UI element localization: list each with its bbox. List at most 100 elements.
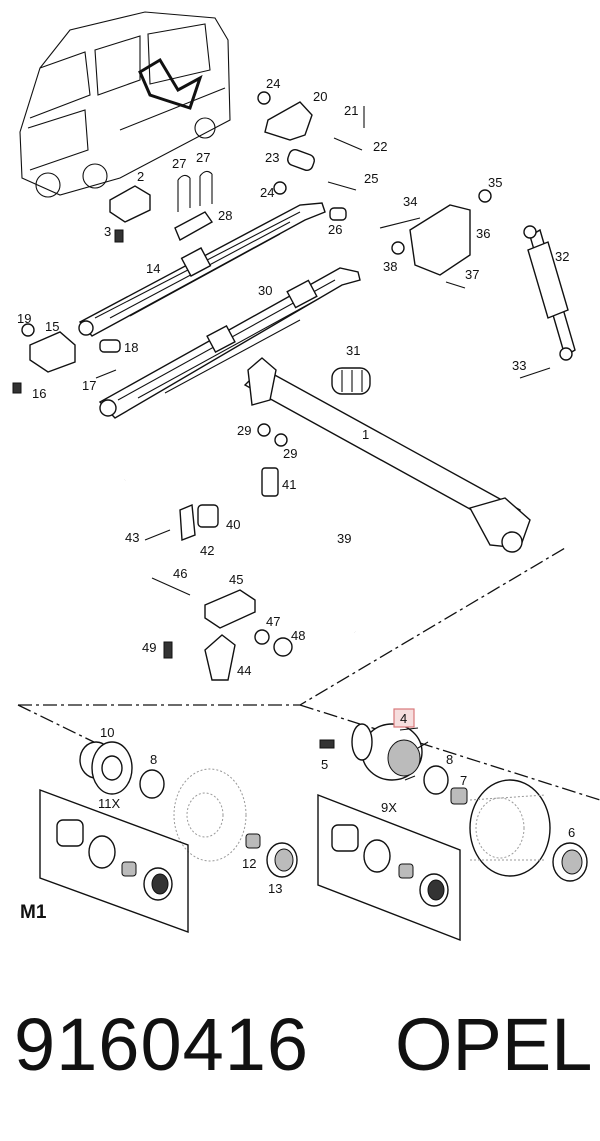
- bump-stop-31: [331, 367, 371, 395]
- nuts-29: [257, 423, 288, 447]
- snap-ring-8-right: [423, 765, 449, 795]
- callout-22: 22: [373, 139, 387, 154]
- callout-38: 38: [383, 259, 397, 274]
- callout-25: 25: [364, 171, 378, 186]
- callout-42: 42: [200, 543, 214, 558]
- van-illustration: [19, 11, 231, 198]
- leaf-spring-lower: [98, 267, 361, 419]
- axle-beam-1: [243, 357, 531, 553]
- callout-29b: 29: [283, 446, 297, 461]
- bolt-49: [163, 641, 173, 659]
- bolt-17: [95, 369, 117, 379]
- bolt-16: [12, 382, 22, 394]
- bracket-15: [29, 331, 76, 373]
- spring-bracket-2: [109, 185, 151, 223]
- bush-23: [287, 149, 315, 171]
- callout-41: 41: [282, 477, 296, 492]
- hub-10: [79, 741, 133, 795]
- nut-19: [21, 323, 35, 337]
- nut-24b: [273, 181, 287, 195]
- leaf-spring-upper: [78, 202, 326, 337]
- mount-bracket-36: [409, 204, 471, 276]
- bracket-41: [261, 467, 279, 497]
- callout-44: 44: [237, 663, 251, 678]
- snap-ring-8-left: [139, 769, 165, 799]
- callout-8-right: 8: [446, 752, 453, 767]
- link-44: [204, 634, 236, 681]
- callout-48: 48: [291, 628, 305, 643]
- callout-23: 23: [265, 150, 279, 165]
- bolt-3: [114, 229, 124, 243]
- wheel-hub-4: [351, 723, 429, 781]
- callout-28: 28: [218, 208, 232, 223]
- bolt-33: [519, 367, 551, 379]
- callout-18: 18: [124, 340, 138, 355]
- callout-16: 16: [32, 386, 46, 401]
- washer-47: [254, 629, 270, 645]
- callout-33: 33: [512, 358, 526, 373]
- callout-13: 13: [268, 881, 282, 896]
- kit-box-11x: [39, 788, 189, 934]
- bolt-25: [327, 181, 357, 191]
- part-number: 9160416: [14, 1003, 310, 1086]
- clamp-42: [179, 503, 196, 541]
- bearing-7: [450, 787, 468, 805]
- stabilizer-bar-39: [121, 479, 423, 644]
- callout-20: 20: [313, 89, 327, 104]
- brake-drum-faint-left: [173, 768, 247, 862]
- stabilizer-bush-40: [197, 504, 219, 528]
- callout-27b: 27: [196, 150, 210, 165]
- shock-absorber-32: [523, 225, 576, 361]
- callout-4: 4: [400, 711, 407, 726]
- callout-19: 19: [17, 311, 31, 326]
- clamp-plate-28: [174, 211, 214, 241]
- callout-34: 34: [403, 194, 417, 209]
- callout-1: 1: [362, 427, 369, 442]
- callout-9x: 9X: [381, 800, 397, 815]
- brake-drum-right: [469, 779, 551, 877]
- callout-27a: 27: [172, 156, 186, 171]
- bracket-45: [204, 589, 256, 629]
- bolt-22: [333, 137, 363, 151]
- callout-7: 7: [460, 773, 467, 788]
- nut-35: [478, 189, 492, 203]
- callout-8-left: 8: [150, 752, 157, 767]
- bearing-12: [245, 833, 261, 849]
- callout-24-mid: 24: [260, 185, 274, 200]
- section-divider: [18, 547, 600, 801]
- shackle-20: [264, 101, 313, 141]
- callout-35: 35: [488, 175, 502, 190]
- nut-48: [273, 637, 293, 657]
- callout-2: 2: [137, 169, 144, 184]
- callout-43: 43: [125, 530, 139, 545]
- callout-46: 46: [173, 566, 187, 581]
- section-label: M1: [20, 902, 47, 923]
- callout-17: 17: [82, 378, 96, 393]
- bolt-43: [144, 529, 171, 541]
- callout-11x: 11X: [98, 796, 120, 811]
- callout-36: 36: [476, 226, 490, 241]
- bolt-5: [319, 739, 335, 749]
- callout-39: 39: [337, 531, 351, 546]
- callout-3: 3: [104, 224, 111, 239]
- callout-40: 40: [226, 517, 240, 532]
- bolt-37: [445, 281, 466, 289]
- callout-49: 49: [142, 640, 156, 655]
- callout-45: 45: [229, 572, 243, 587]
- callout-30: 30: [258, 283, 272, 298]
- callout-47: 47: [266, 614, 280, 629]
- bolt-46: [151, 577, 191, 596]
- callout-32: 32: [555, 249, 569, 264]
- bush-18: [99, 339, 121, 353]
- callout-6: 6: [568, 825, 575, 840]
- callout-4-highlight: [393, 708, 415, 728]
- callout-15: 15: [45, 319, 59, 334]
- callout-31: 31: [346, 343, 360, 358]
- u-bolts-27: [177, 170, 213, 212]
- callout-37: 37: [465, 267, 479, 282]
- callout-12: 12: [242, 856, 256, 871]
- bush-26: [329, 207, 347, 221]
- nut-24a: [257, 91, 271, 105]
- callout-14: 14: [146, 261, 160, 276]
